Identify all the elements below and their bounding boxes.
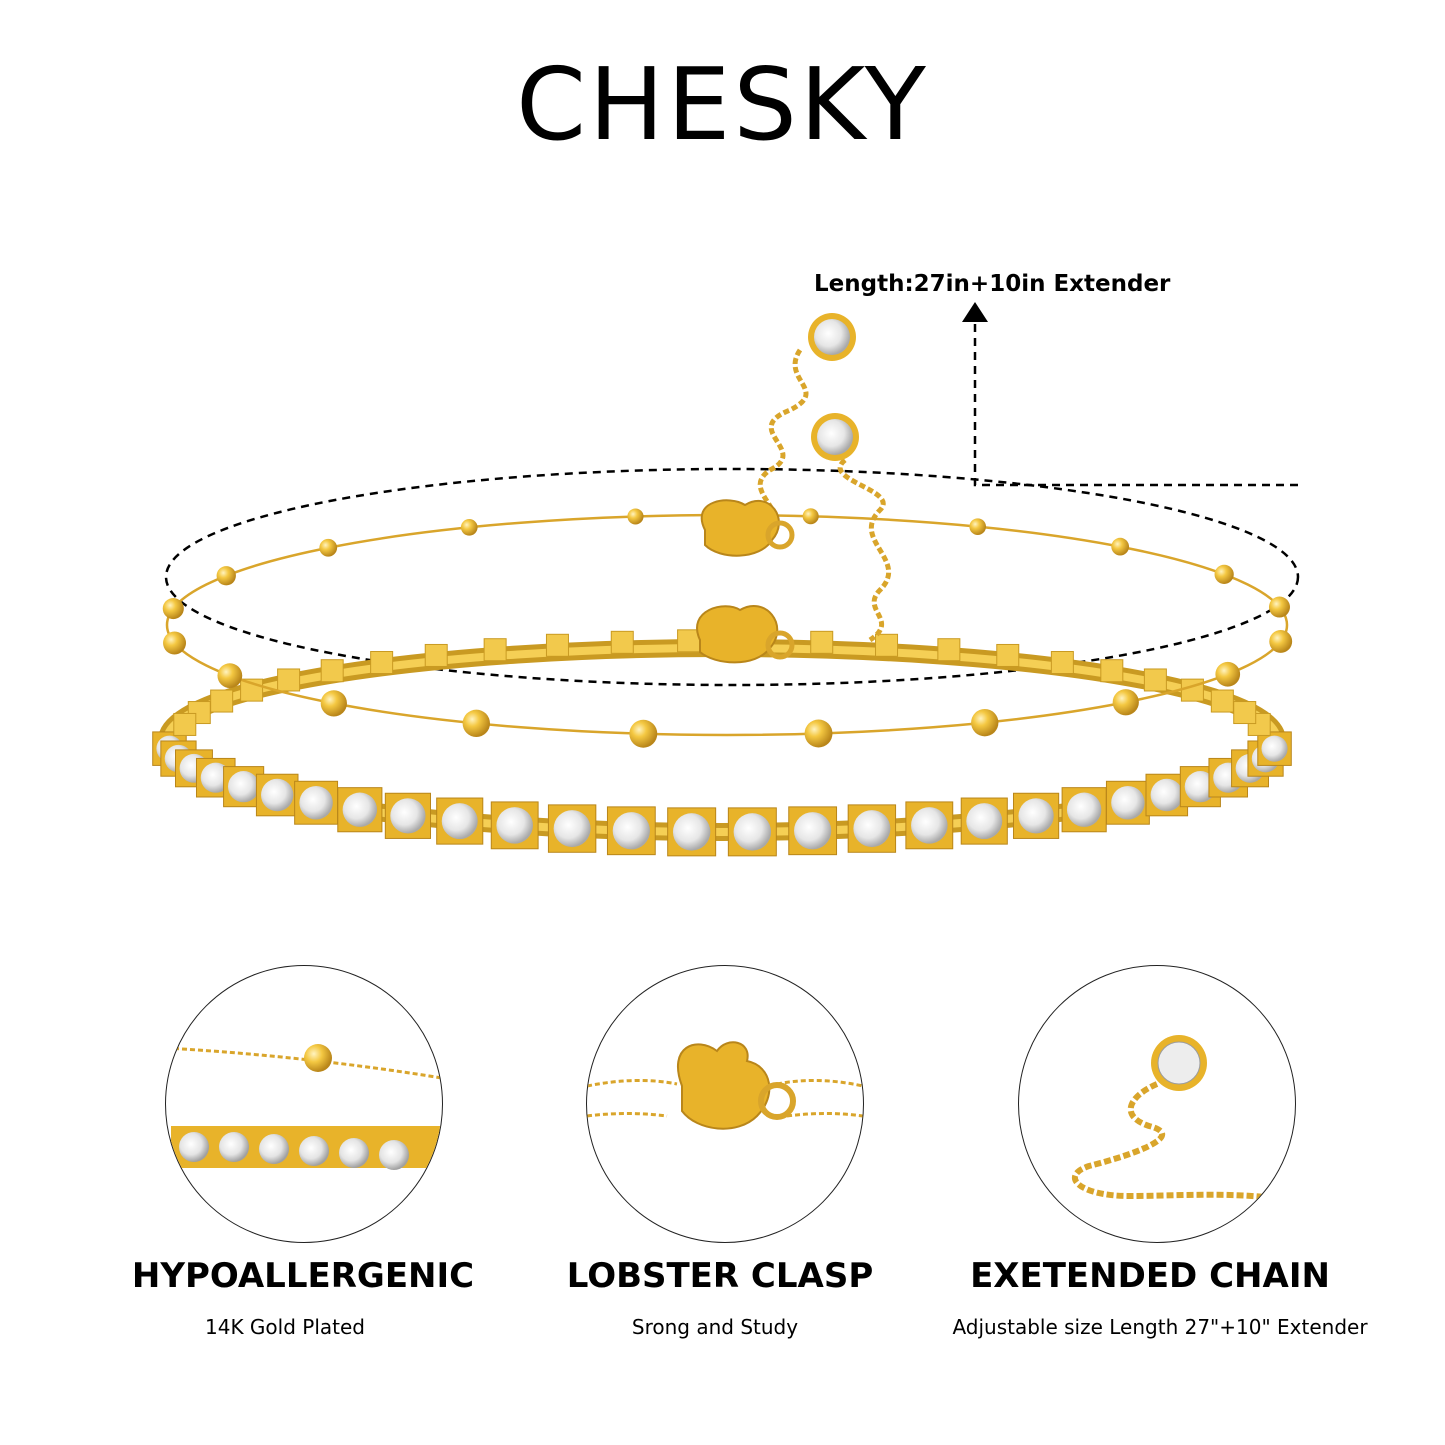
tennis-stones [152, 731, 1292, 857]
detail-circle-hypoallergenic [165, 965, 443, 1243]
tennis-back-setting [483, 638, 507, 662]
tennis-stone [966, 803, 1003, 840]
tennis-stone [441, 803, 478, 840]
extender-chain-2 [837, 458, 892, 643]
tennis-back-setting [1143, 668, 1167, 692]
tennis-stone [733, 813, 772, 851]
feature-subtitle-hypoallergenic: 14K Gold Plated [205, 1315, 365, 1339]
tennis-stone [260, 778, 294, 812]
callout-arrow-line [973, 318, 1298, 487]
tennis-stone [496, 807, 533, 844]
tennis-stone [553, 810, 591, 848]
gold-bead [1214, 564, 1234, 584]
tennis-stone [794, 812, 832, 850]
bead-and-tennis-chain-detail-icon [166, 1044, 442, 1170]
gold-bead [462, 709, 490, 738]
tennis-back-setting [370, 650, 394, 674]
gold-bead [1111, 537, 1130, 556]
tennis-stone [1150, 778, 1184, 812]
tennis-stone [672, 813, 711, 851]
length-callout: Length:27in+10in Extender [814, 271, 1171, 297]
tennis-stone [612, 812, 650, 850]
tennis-back-setting [875, 633, 899, 657]
tennis-back-setting [320, 659, 344, 683]
tennis-stone [911, 807, 948, 844]
tennis-stone [1018, 798, 1054, 834]
gold-bead [1112, 689, 1139, 716]
tennis-back-setting [996, 643, 1020, 667]
tennis-back-setting [1210, 689, 1234, 713]
feature-subtitle-extended-chain: Adjustable size Length 27"+10" Extender [952, 1315, 1368, 1339]
bracelet-hero-image [152, 302, 1300, 857]
tennis-back-setting [210, 689, 234, 713]
gold-bead [1215, 661, 1241, 687]
gold-bead [1268, 596, 1290, 618]
gold-bead [216, 566, 236, 586]
arrow-up-icon [962, 302, 988, 322]
tennis-stone [1184, 771, 1217, 803]
callout-ellipse [164, 467, 1300, 687]
tennis-back-setting [937, 638, 961, 662]
beads [162, 508, 1293, 748]
lobster-clasp-2 [696, 604, 795, 664]
tennis-back-setting [1100, 659, 1124, 683]
tennis-back-row [173, 629, 1271, 736]
brand-title: CHESKY [516, 46, 929, 163]
tennis-stone [853, 810, 891, 848]
tennis-back-setting [677, 629, 701, 653]
gold-bead [969, 518, 987, 535]
detail-circle-extended-chain [1018, 965, 1296, 1243]
detail-circle-lobster-clasp [586, 965, 864, 1243]
gold-bead [1269, 629, 1293, 653]
extender-chain-detail-icon [1072, 1035, 1295, 1204]
gold-bead [971, 708, 999, 737]
feature-title-hypoallergenic: HYPOALLERGENIC [131, 1256, 475, 1296]
lobster-clasp-1 [700, 499, 795, 557]
lobster-clasp-detail-icon [587, 1041, 863, 1130]
gold-bead [320, 690, 347, 717]
tennis-stone [1066, 792, 1102, 827]
extender-chain-1 [757, 348, 809, 532]
tennis-back-setting [424, 643, 448, 667]
gold-bead [319, 538, 338, 557]
tennis-back-setting [277, 668, 301, 692]
tennis-stone [390, 798, 426, 834]
tennis-back-setting [610, 630, 634, 654]
gold-bead [804, 719, 833, 748]
tennis-stone [227, 771, 260, 803]
tennis-back-setting [810, 630, 834, 654]
gold-bead [217, 663, 243, 689]
feature-title-lobster-clasp: LOBSTER CLASP [566, 1256, 874, 1296]
gold-bead [802, 508, 819, 525]
gold-bead [629, 719, 658, 748]
gold-bead [162, 598, 184, 620]
tennis-stone [342, 792, 378, 827]
feature-title-extended-chain: EXETENDED CHAIN [970, 1256, 1330, 1296]
gold-bead [627, 508, 644, 525]
tennis-stone [1261, 735, 1288, 762]
tennis-back-setting [545, 633, 569, 657]
tennis-back-setting [1233, 701, 1257, 725]
tennis-stone [1111, 786, 1145, 820]
tennis-back-setting [1050, 650, 1074, 674]
tennis-back-setting [1180, 678, 1204, 702]
feature-subtitle-lobster-clasp: Srong and Study [631, 1315, 799, 1339]
tennis-back-setting [173, 712, 197, 736]
gold-bead [163, 631, 187, 655]
gold-bead [460, 519, 478, 536]
tennis-stone [299, 786, 333, 820]
